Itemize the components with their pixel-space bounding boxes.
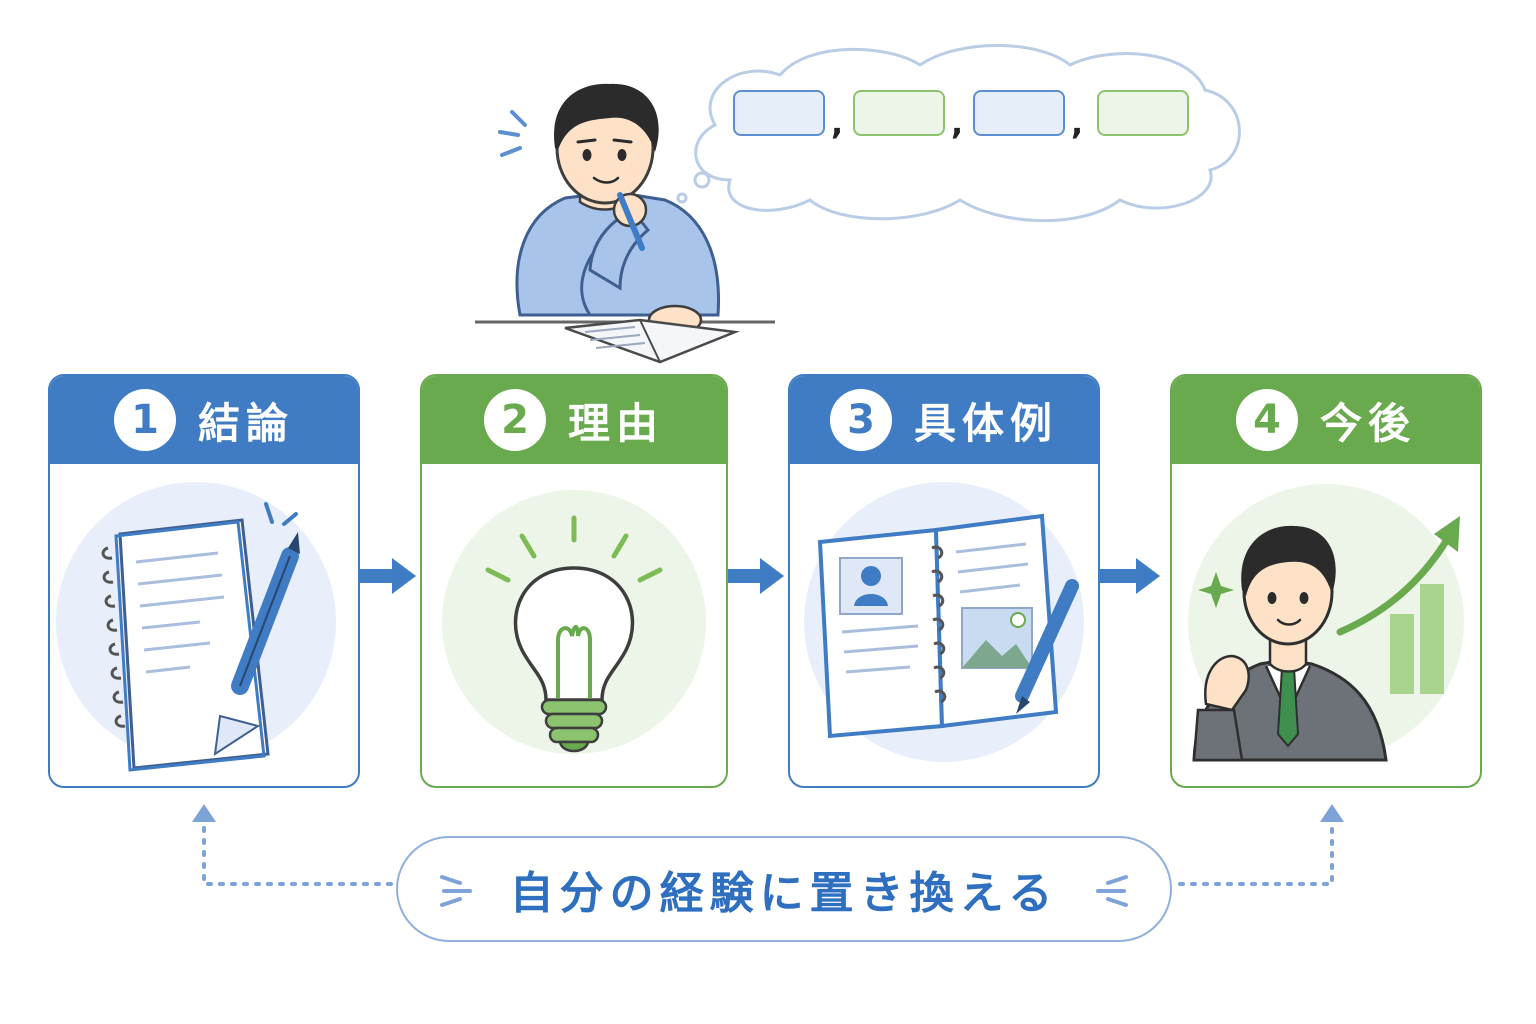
notebook-pencil-icon bbox=[56, 482, 336, 772]
slot-separator: , bbox=[951, 104, 964, 142]
slot-separator: , bbox=[1071, 104, 1084, 142]
emphasis-lines-right-icon bbox=[1096, 875, 1128, 907]
step-card-3: 3 具体例 bbox=[788, 374, 1100, 788]
step-header-4: 4 今後 bbox=[1172, 376, 1480, 464]
answer-slot-3 bbox=[973, 90, 1065, 136]
answer-slot-2 bbox=[853, 90, 945, 136]
lightbulb-icon bbox=[442, 490, 706, 754]
emphasis-lines-left-icon bbox=[440, 875, 472, 907]
thinking-person-icon bbox=[475, 83, 775, 364]
arrow-right-icon bbox=[360, 558, 416, 594]
step-illustration-4 bbox=[1172, 464, 1480, 786]
arrow-right-icon bbox=[1100, 558, 1160, 594]
step-illustration-1 bbox=[50, 464, 358, 786]
step-label: 理由 bbox=[567, 398, 664, 448]
step-number-badge: 4 bbox=[1235, 389, 1298, 451]
step-header-1: 1 結論 bbox=[50, 376, 358, 464]
step-card-4: 4 今後 bbox=[1170, 374, 1482, 788]
caption-pill: 自分の経験に置き換える bbox=[396, 836, 1172, 942]
step-number-badge: 1 bbox=[113, 389, 176, 451]
step-number-badge: 3 bbox=[829, 389, 892, 451]
step-illustration-2 bbox=[422, 464, 726, 786]
caption-text: 自分の経験に置き換える bbox=[509, 868, 1059, 919]
arrow-right-icon bbox=[728, 558, 784, 594]
answer-slot-1 bbox=[733, 90, 825, 136]
step-header-2: 2 理由 bbox=[422, 376, 726, 464]
thought-bubble bbox=[676, 44, 1241, 223]
step-card-1: 1 結論 bbox=[48, 374, 360, 788]
step-label: 今後 bbox=[1319, 398, 1416, 448]
answer-slot-4 bbox=[1097, 90, 1189, 136]
step-illustration-3 bbox=[790, 464, 1098, 786]
slot-separator: , bbox=[831, 104, 844, 142]
step-card-2: 2 理由 bbox=[420, 374, 728, 788]
photo-album-icon bbox=[804, 482, 1084, 762]
step-number-badge: 2 bbox=[483, 389, 546, 451]
dotted-connector-left bbox=[192, 804, 398, 886]
step-label: 具体例 bbox=[913, 398, 1058, 448]
businessman-growth-icon bbox=[1188, 484, 1464, 762]
step-header-3: 3 具体例 bbox=[790, 376, 1098, 464]
step-label: 結論 bbox=[197, 398, 294, 448]
dotted-connector-right bbox=[1178, 804, 1344, 886]
